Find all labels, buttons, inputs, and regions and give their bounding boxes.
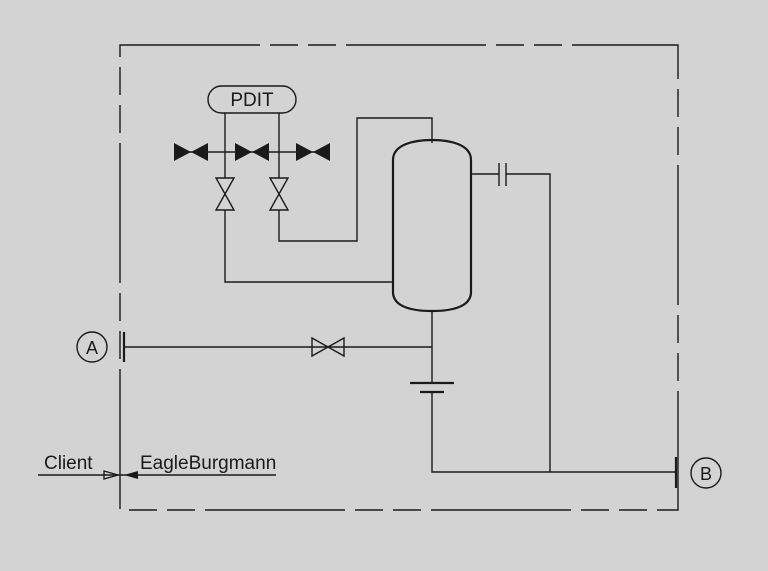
manifold-valve-2 <box>235 143 269 161</box>
low-pressure-line <box>224 210 393 283</box>
scope-boundary <box>119 44 679 511</box>
client-arrow <box>103 470 121 480</box>
line-b <box>431 392 676 473</box>
supplier-arrow <box>124 471 138 479</box>
pdit-label: PDIT <box>230 90 274 111</box>
high-pressure-line <box>278 117 433 242</box>
isolation-valve-right <box>268 177 290 211</box>
pdit-instrument: PDIT <box>207 85 297 114</box>
manifold-valve-3 <box>296 143 330 161</box>
client-label: Client <box>44 453 93 474</box>
connection-b-label: B <box>700 464 712 484</box>
connection-a-marker: A <box>76 331 108 363</box>
connection-b-marker: B <box>690 457 722 489</box>
connection-a-label: A <box>86 338 98 358</box>
vent-line <box>506 173 551 472</box>
vessel <box>391 138 473 313</box>
line-a-valve <box>311 336 345 358</box>
isolation-valve-left <box>214 177 236 211</box>
manifold-valve-1 <box>174 143 208 161</box>
supplier-label: EagleBurgmann <box>140 453 276 474</box>
